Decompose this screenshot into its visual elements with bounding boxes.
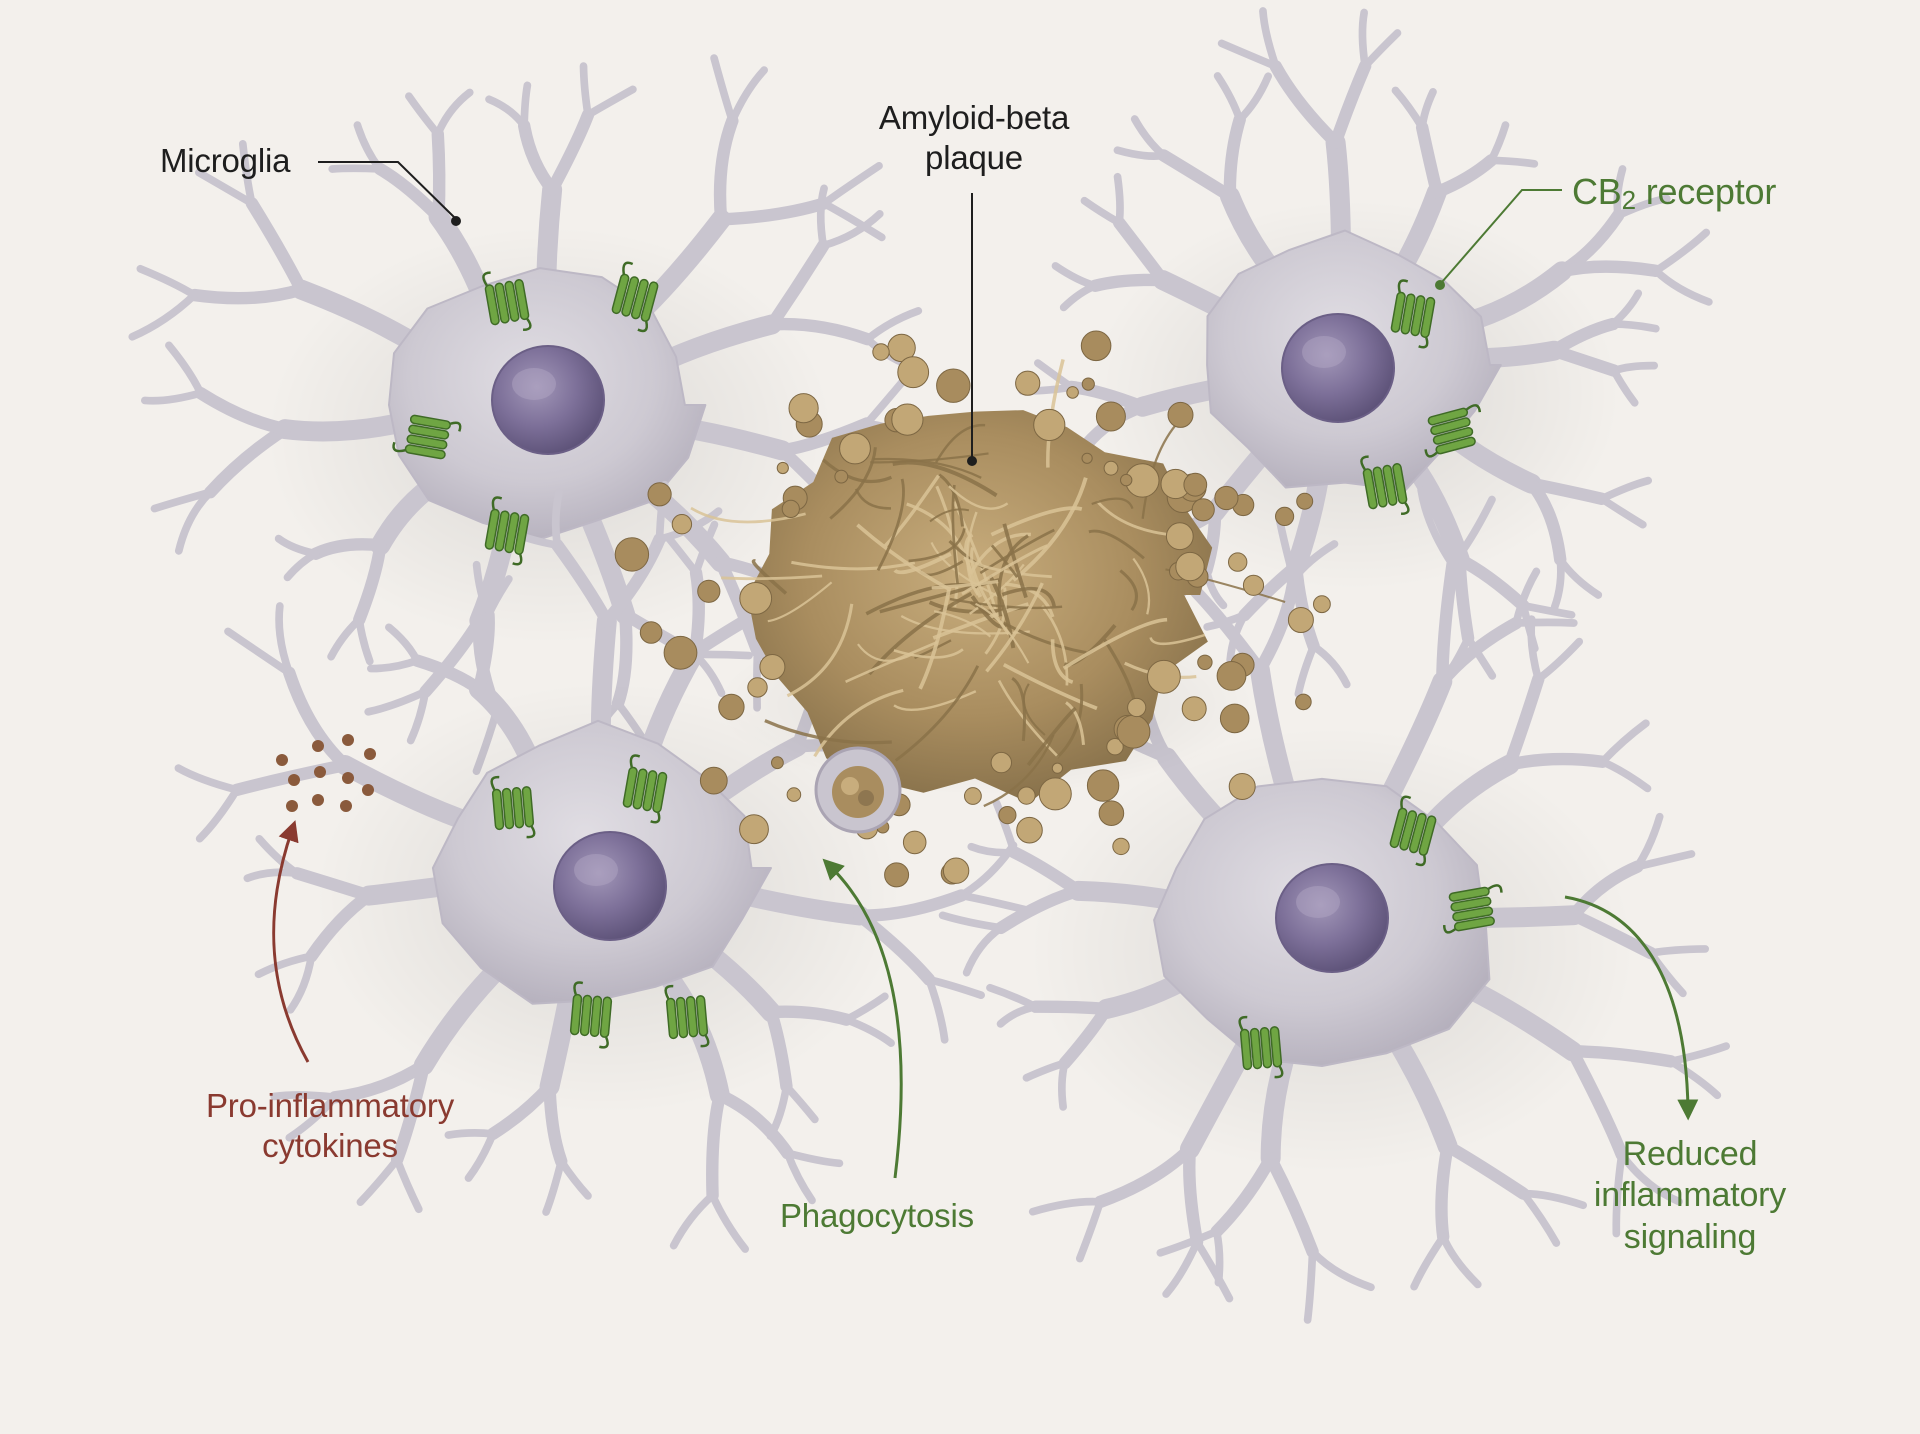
cb2-receptor-icon bbox=[664, 984, 710, 1048]
microglia-cell bbox=[938, 486, 1730, 1324]
cb2-receptor-icon bbox=[490, 775, 536, 839]
label-phagocytosis: Phagocytosis bbox=[780, 1197, 974, 1234]
cytokine-dot bbox=[314, 766, 326, 778]
cb2-receptor-icon bbox=[1390, 279, 1436, 349]
nucleus bbox=[1275, 863, 1389, 973]
cb2-receptors bbox=[392, 261, 1503, 1079]
label-amyloid-beta-plaque: Amyloid-beta plaque bbox=[878, 99, 1070, 177]
cb2-receptor-icon bbox=[1238, 1015, 1284, 1079]
cytokine-dot bbox=[288, 774, 300, 786]
cb2-subscript: 2 bbox=[1621, 185, 1636, 215]
leader-lines bbox=[272, 161, 1699, 1179]
cytokine-dots bbox=[276, 734, 376, 812]
reduced-signaling-arrow bbox=[1564, 895, 1699, 1121]
cb2-receptor-icon bbox=[569, 981, 613, 1049]
label-reduced-inflammatory-signaling: Reduced inflammatory signaling bbox=[1593, 1135, 1787, 1256]
cytokine-dot bbox=[276, 754, 288, 766]
plaque-leader-dot bbox=[967, 456, 977, 466]
cb2-prefix: CB bbox=[1572, 171, 1622, 212]
cytokine-dot bbox=[286, 800, 298, 812]
cb2-suffix: receptor bbox=[1635, 171, 1777, 212]
cb2-leader-dot bbox=[1435, 280, 1445, 290]
cb2-receptor-icon bbox=[482, 271, 532, 332]
label-cb2-receptor: CB2 receptor bbox=[1572, 170, 1776, 217]
microglia-leader-line bbox=[318, 161, 456, 219]
nucleus bbox=[1281, 313, 1395, 423]
microglia-leader-dot bbox=[451, 216, 461, 226]
nucleus bbox=[491, 345, 605, 455]
cytokine-dot bbox=[364, 748, 376, 760]
cb2-receptor-icon bbox=[622, 754, 668, 824]
cb2-receptor-icon bbox=[611, 261, 659, 333]
phagocytic-cup bbox=[814, 746, 902, 834]
cytokine-dot bbox=[312, 740, 324, 752]
cytokine-dot bbox=[340, 800, 352, 812]
cytokine-dot bbox=[312, 794, 324, 806]
phagocytosis-arrow bbox=[822, 858, 903, 1179]
cytokine-arrow bbox=[272, 820, 310, 1063]
cb2-receptor-icon bbox=[484, 496, 530, 566]
cb2-receptor-icon bbox=[392, 414, 462, 460]
cb2-receptor-icon bbox=[1389, 795, 1437, 867]
cytokine-dot bbox=[342, 734, 354, 746]
nucleus bbox=[553, 831, 667, 941]
label-pro-inflammatory-cytokines: Pro-inflammatory cytokines bbox=[205, 1087, 455, 1165]
cb2-receptor-icon bbox=[1442, 884, 1503, 934]
cb2-receptor-icon bbox=[1424, 404, 1482, 458]
cytokine-dot bbox=[342, 772, 354, 784]
cytokine-dot bbox=[362, 784, 374, 796]
cb2-leader-line bbox=[1441, 189, 1562, 283]
microglia-cell bbox=[1018, 7, 1713, 698]
cb2-receptor-icon bbox=[1360, 455, 1410, 516]
label-microglia: Microglia bbox=[160, 142, 291, 179]
